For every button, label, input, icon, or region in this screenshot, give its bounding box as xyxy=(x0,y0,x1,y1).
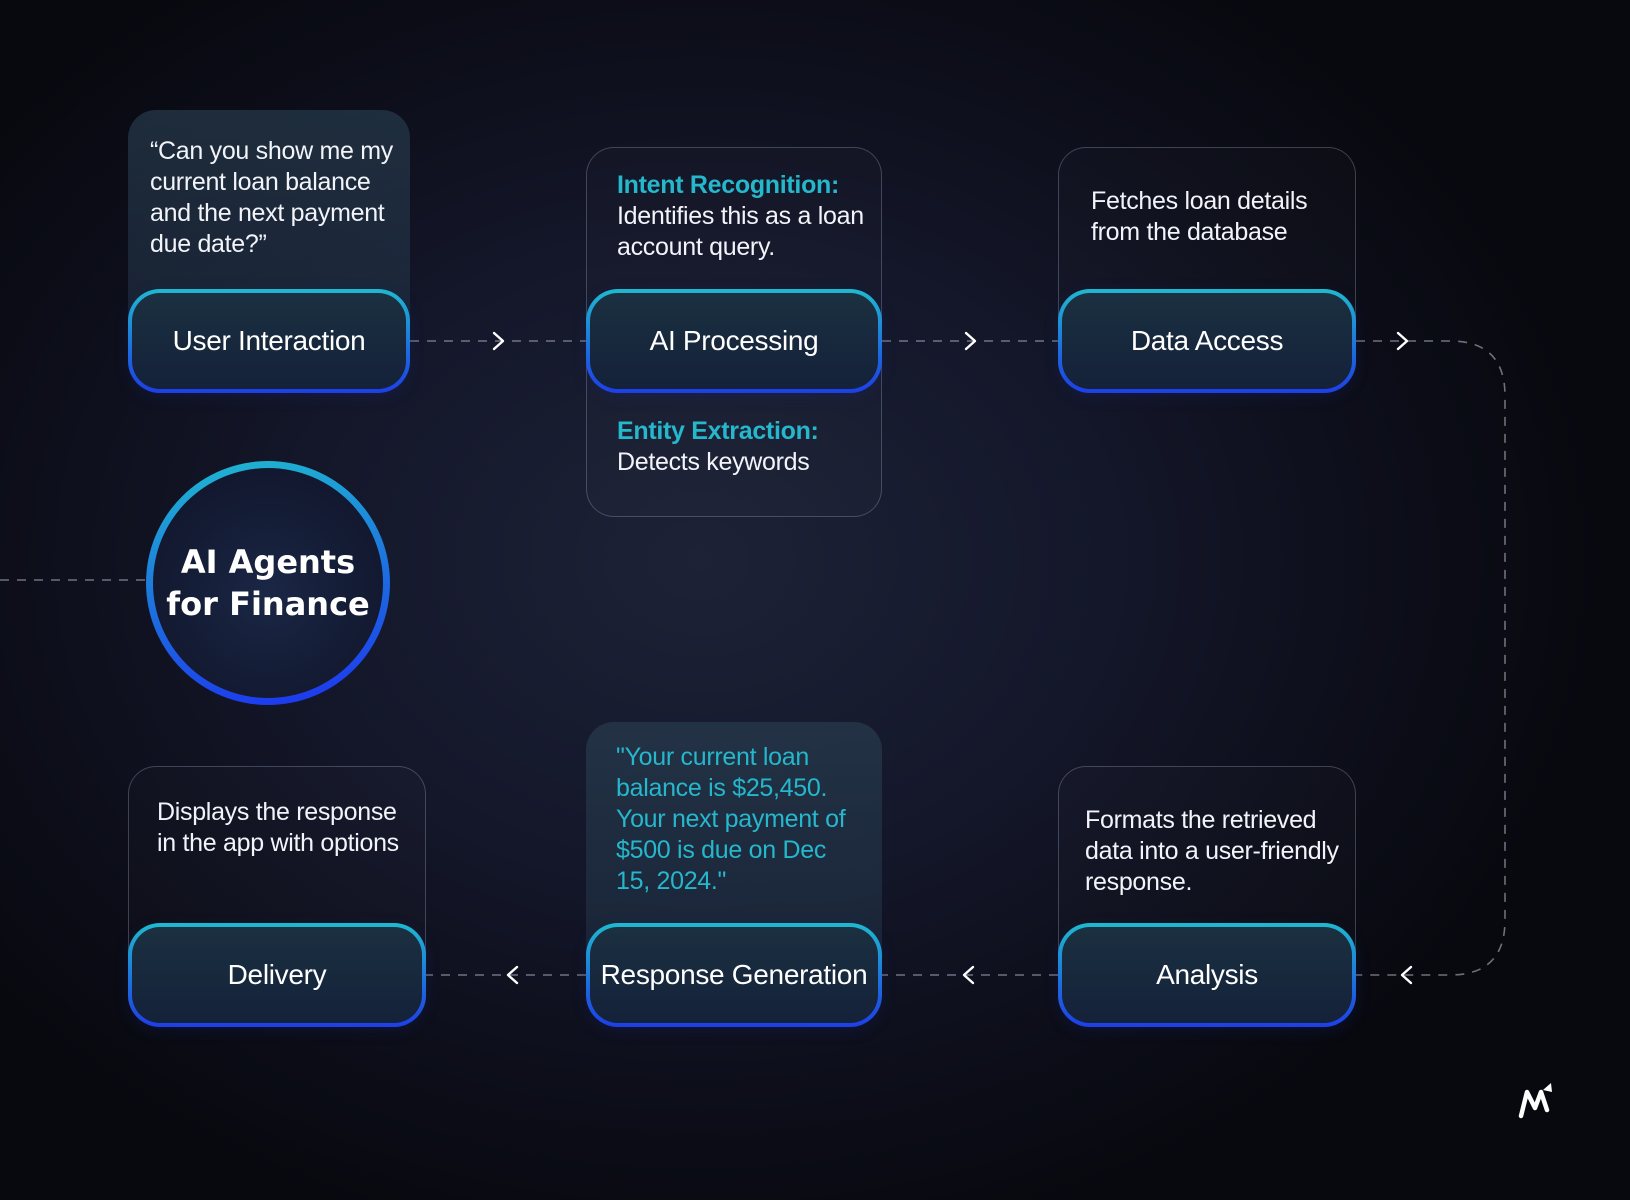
intent-recognition-text: Identifies this as a loan account query. xyxy=(617,202,864,261)
chevron-left-icon xyxy=(962,965,975,985)
analysis-card: Formats the retrieved data into a user-f… xyxy=(1058,766,1356,1024)
brand-logo-icon xyxy=(1518,1083,1552,1119)
entity-extraction-block: Entity Extraction: Detects keywords xyxy=(617,416,879,478)
chevron-right-icon xyxy=(492,331,505,351)
user-interaction-description: “Can you show me my current loan balance… xyxy=(150,137,393,258)
ai-processing-card: Intent Recognition: Identifies this as a… xyxy=(586,147,882,517)
analysis-description: Formats the retrieved data into a user-f… xyxy=(1085,806,1339,896)
response-generation-message: "Your current loan balance is $25,450. Y… xyxy=(616,743,846,895)
ai-agents-for-finance-hub: AI Agents for Finance xyxy=(146,461,390,705)
ai-processing-node[interactable]: AI Processing xyxy=(586,289,882,393)
user-interaction-node[interactable]: User Interaction xyxy=(128,289,410,393)
delivery-card: Displays the response in the app with op… xyxy=(128,766,426,1024)
user-interaction-card: “Can you show me my current loan balance… xyxy=(128,110,410,390)
chevron-right-icon xyxy=(964,331,977,351)
connector-data-to-analysis xyxy=(1356,340,1506,976)
data-access-description: Fetches loan details from the database xyxy=(1091,187,1308,246)
chevron-left-icon xyxy=(1400,965,1413,985)
intent-recognition-block: Intent Recognition: Identifies this as a… xyxy=(617,170,879,263)
chevron-right-icon xyxy=(1396,331,1409,351)
entity-extraction-text: Detects keywords xyxy=(617,448,810,476)
delivery-description: Displays the response in the app with op… xyxy=(157,798,399,857)
analysis-node[interactable]: Analysis xyxy=(1058,923,1356,1027)
response-generation-node[interactable]: Response Generation xyxy=(586,923,882,1027)
data-access-card: Fetches loan details from the database xyxy=(1058,147,1356,390)
intent-recognition-heading: Intent Recognition: xyxy=(617,171,840,199)
chevron-left-icon xyxy=(506,965,519,985)
entity-extraction-heading: Entity Extraction: xyxy=(617,417,819,445)
data-access-node[interactable]: Data Access xyxy=(1058,289,1356,393)
delivery-node[interactable]: Delivery xyxy=(128,923,426,1027)
hub-title: AI Agents for Finance xyxy=(166,543,370,623)
